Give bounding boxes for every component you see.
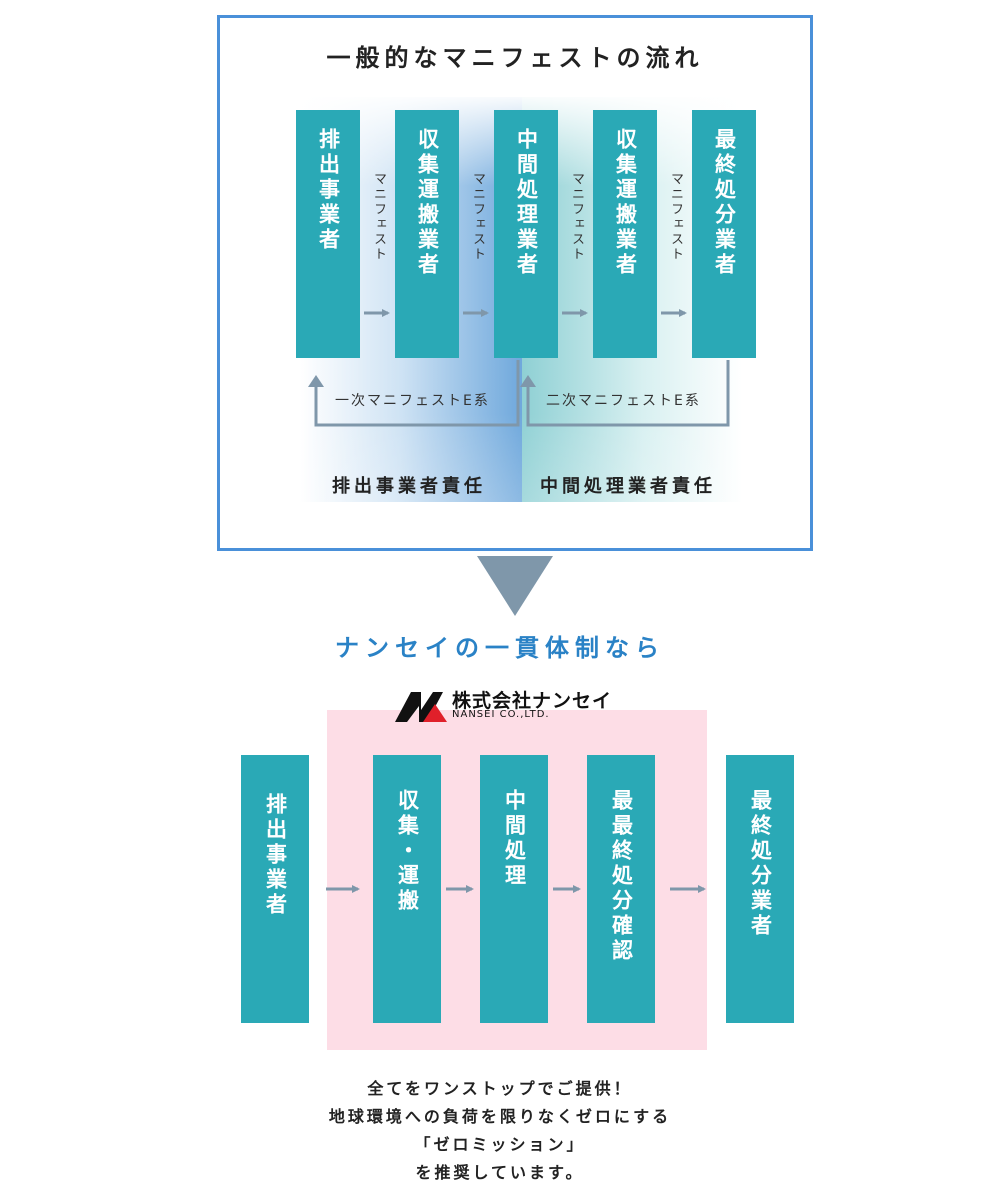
top-box-final-disposal: 最終処分業者 bbox=[692, 110, 756, 358]
footer-message: 全てをワンストップでご提供！ 地球環境への負荷を限りなくゼロにする 「ゼロミッシ… bbox=[0, 1075, 1000, 1187]
discharger-responsibility-label: 排出事業者責任 bbox=[332, 476, 486, 497]
top-box-intermediate: 中間処理業者 bbox=[494, 110, 558, 358]
bottom-box-intermediate: 中間処理 bbox=[480, 755, 548, 1023]
manifest-label-2: マニフェスト bbox=[470, 172, 485, 262]
top-box-collector-1: 収集運搬業者 bbox=[395, 110, 459, 358]
footer-line: 全てをワンストップでご提供！ bbox=[367, 1079, 633, 1098]
intermediate-responsibility-label: 中間処理業者責任 bbox=[540, 476, 716, 497]
top-box-discharger: 排出事業者 bbox=[296, 110, 360, 358]
primary-manifest-label: 一次マニフェストE系 bbox=[335, 393, 490, 409]
secondary-manifest-label: 二次マニフェストE系 bbox=[546, 393, 701, 409]
footer-line: 地球環境への負荷を限りなくゼロにする bbox=[328, 1107, 672, 1126]
company-name-en: NANSEI CO.,LTD. bbox=[452, 709, 550, 720]
bottom-box-final-check: 最最終処分確認 bbox=[587, 755, 655, 1023]
down-arrow-icon bbox=[477, 556, 553, 616]
top-box-collector-2: 収集運搬業者 bbox=[593, 110, 657, 358]
flow-title: 一般的なマニフェストの流れ bbox=[326, 44, 704, 72]
footer-line: を推奨しています。 bbox=[415, 1163, 585, 1182]
manifest-label-4: マニフェスト bbox=[668, 172, 683, 262]
bottom-box-final-disposal: 最終処分業者 bbox=[726, 755, 794, 1023]
manifest-label-1: マニフェスト bbox=[371, 172, 386, 262]
bottom-box-collection: 収集・運搬 bbox=[373, 755, 441, 1023]
manifest-label-3: マニフェスト bbox=[569, 172, 584, 262]
bottom-flow-arrows bbox=[326, 885, 706, 893]
return-loop-arrow-icon bbox=[308, 360, 730, 427]
nansei-subtitle: ナンセイの一貫体制なら bbox=[335, 634, 665, 662]
bottom-box-discharger: 排出事業者 bbox=[241, 755, 309, 1023]
nansei-logo-icon bbox=[395, 692, 447, 722]
footer-line: 「ゼロミッション」 bbox=[414, 1135, 586, 1154]
top-flow-arrows bbox=[308, 309, 730, 427]
company-name-jp: 株式会社ナンセイ bbox=[452, 690, 613, 712]
